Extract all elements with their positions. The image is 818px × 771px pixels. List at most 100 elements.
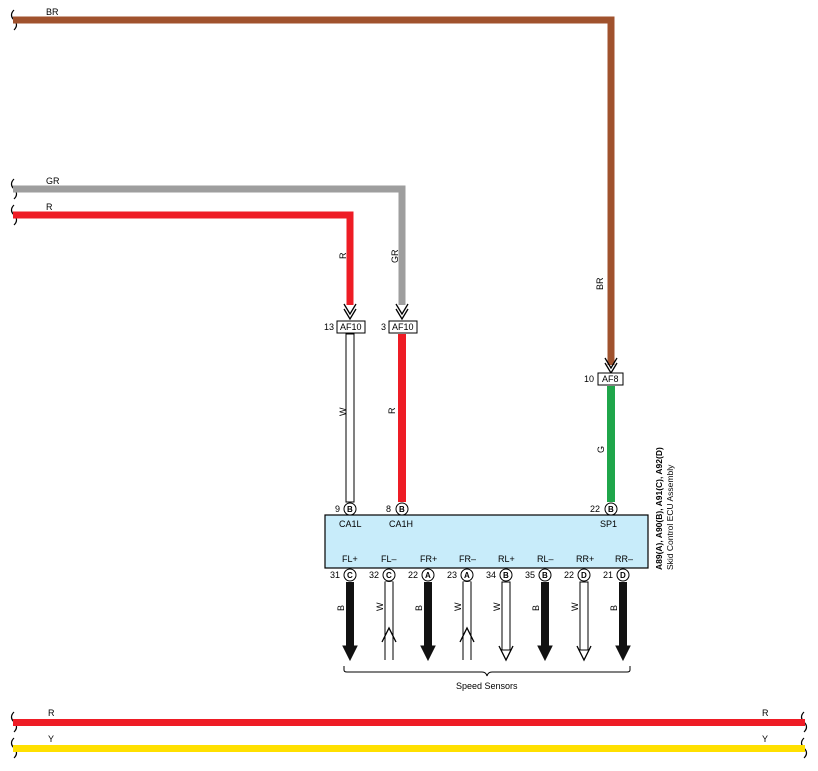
ecu-top-pin-ca1h-conn: B (399, 505, 405, 514)
wire-label-r-bottom-left: R (48, 708, 55, 718)
ecu-bottom-pin-signal: FR+ (420, 554, 437, 564)
sensor-wire-label: B (336, 605, 346, 611)
ecu-bottom-pin-conn: A (425, 571, 431, 580)
ecu-bottom-pin-signal: RR– (615, 554, 633, 564)
ecu-top-pin-ca1l-num: 9 (335, 504, 340, 514)
ecu-top-pin-sp1: B 22 SP1 (590, 502, 618, 529)
ecu-bottom-pin-num: 34 (486, 570, 496, 580)
ecu-bottom-pin-num: 23 (447, 570, 457, 580)
ecu-bottom-pin-num: 22 (408, 570, 418, 580)
ecu-bottom-pin-circle (616, 568, 630, 582)
connector-af10-13-name: AF10 (340, 322, 362, 332)
sensor-wire-label: W (570, 602, 580, 611)
ecu-bottom-pin-circle (499, 568, 513, 582)
connector-af8-10: AF8 10 (584, 372, 624, 386)
speed-sensors-label: Speed Sensors (456, 681, 518, 691)
wire-g-sp1 (607, 386, 615, 502)
ecu-bottom-pin-0: FL+31 C B (330, 554, 358, 662)
connector-af10-3-name: AF10 (392, 322, 414, 332)
wire-label-r-ca1h: R (387, 407, 397, 414)
ecu-bottom-pin-num: 31 (330, 570, 340, 580)
connector-af10-3: AF10 3 (381, 320, 418, 334)
ecu-title-line2: Skid Control ECU Assembly (665, 464, 675, 570)
sensor-arrow-down (498, 645, 514, 662)
ecu-bottom-pin-conn: C (347, 571, 353, 580)
sensor-wire-label: B (609, 605, 619, 611)
ecu-box (324, 514, 649, 569)
ecu-bottom-pin-signal: FR– (459, 554, 476, 564)
sensor-wire-white-mask (385, 582, 393, 662)
sensor-wire-black (424, 582, 432, 650)
connector-af10-13: AF10 13 (324, 320, 366, 334)
sensor-wire-black (619, 582, 627, 650)
wire-label-gr-vertical: GR (390, 249, 400, 263)
ecu-top-pin-ca1h: B 8 CA1H (386, 502, 413, 529)
ecu-top-pin-ca1h-signal: CA1H (389, 519, 413, 529)
sensor-wire-white-mask (463, 582, 471, 662)
wire-break-marks (10, 9, 808, 759)
sensor-wire-label: B (414, 605, 424, 611)
ecu-bottom-pin-signal: RR+ (576, 554, 594, 564)
ecu-bottom-pin-conn: B (542, 571, 548, 580)
ecu-bottom-pin-num: 21 (603, 570, 613, 580)
wire-label-y-bottom-right: Y (762, 734, 768, 744)
sensor-arrow-down (576, 645, 592, 662)
speed-sensors-brace (343, 666, 631, 677)
ecu-bottom-pin-conn: B (503, 571, 509, 580)
wire-r-top (13, 211, 354, 305)
wire-y-bottom (13, 745, 805, 752)
ecu-top-pin-ca1h-num: 8 (386, 504, 391, 514)
wire-label-br-vertical: BR (595, 277, 605, 290)
connector-af10-13-pin: 13 (324, 322, 334, 332)
wire-label-r-top: R (46, 202, 53, 212)
ecu-bottom-pin-signal: FL+ (342, 554, 358, 564)
wire-r-bottom (13, 719, 805, 726)
sensor-arrow-down (615, 645, 631, 662)
wire-br-top (13, 16, 615, 365)
wire-r-ca1h (398, 334, 406, 502)
sensor-wire-black (541, 582, 549, 650)
ecu-bottom-pin-num: 22 (564, 570, 574, 580)
ecu-bottom-pin-6: RR+22 D W (564, 554, 594, 662)
sensor-wire-white (501, 581, 511, 651)
ecu-bottom-pin-num: 35 (525, 570, 535, 580)
ecu-bottom-pin-signal: RL– (537, 554, 554, 564)
ecu-bottom-pin-circle (577, 568, 591, 582)
wire-gr-top (13, 185, 406, 305)
ecu-bottom-pin-conn: D (581, 571, 587, 580)
ecu-bottom-pin-conn: C (386, 571, 392, 580)
sensor-arrow-down (537, 645, 553, 662)
sensor-arrow-up (459, 626, 475, 643)
connector-af10-3-pin: 3 (381, 322, 386, 332)
wire-w-ca1l (345, 333, 355, 503)
ecu-bottom-pin-circle (460, 568, 474, 582)
wire-label-g-sp1: G (596, 446, 606, 453)
connector-af8-10-pin: 10 (584, 374, 594, 384)
sensor-wire-label: W (453, 602, 463, 611)
wire-label-w-ca1l: W (338, 407, 348, 416)
ecu-bottom-pin-circle (382, 568, 396, 582)
wire-label-r-vertical: R (338, 252, 348, 259)
ecu-top-pin-ca1l: B 9 CA1L (335, 502, 362, 529)
sensor-wire-label: W (492, 602, 502, 611)
wire-label-br-top: BR (46, 7, 59, 17)
arrow-r-af10 (343, 303, 357, 321)
connector-af8-10-name: AF8 (602, 374, 619, 384)
sensor-arrow-up (381, 626, 397, 643)
wire-label-y-bottom-left: Y (48, 734, 54, 744)
ecu-bottom-pin-7: RR–21 D B (603, 554, 633, 662)
ecu-top-pin-sp1-conn: B (608, 505, 614, 514)
ecu-top-pin-sp1-num: 22 (590, 504, 600, 514)
sensor-arrow-down (342, 645, 358, 662)
ecu-bottom-pin-conn: A (464, 571, 470, 580)
ecu-top-pin-sp1-signal: SP1 (600, 519, 617, 529)
ecu-bottom-pin-circle (421, 568, 435, 582)
sensor-wire-white (579, 581, 589, 651)
ecu-bottom-pin-conn: D (620, 571, 626, 580)
ecu-top-pin-ca1l-conn: B (347, 505, 353, 514)
ecu-bottom-pin-signal: RL+ (498, 554, 515, 564)
